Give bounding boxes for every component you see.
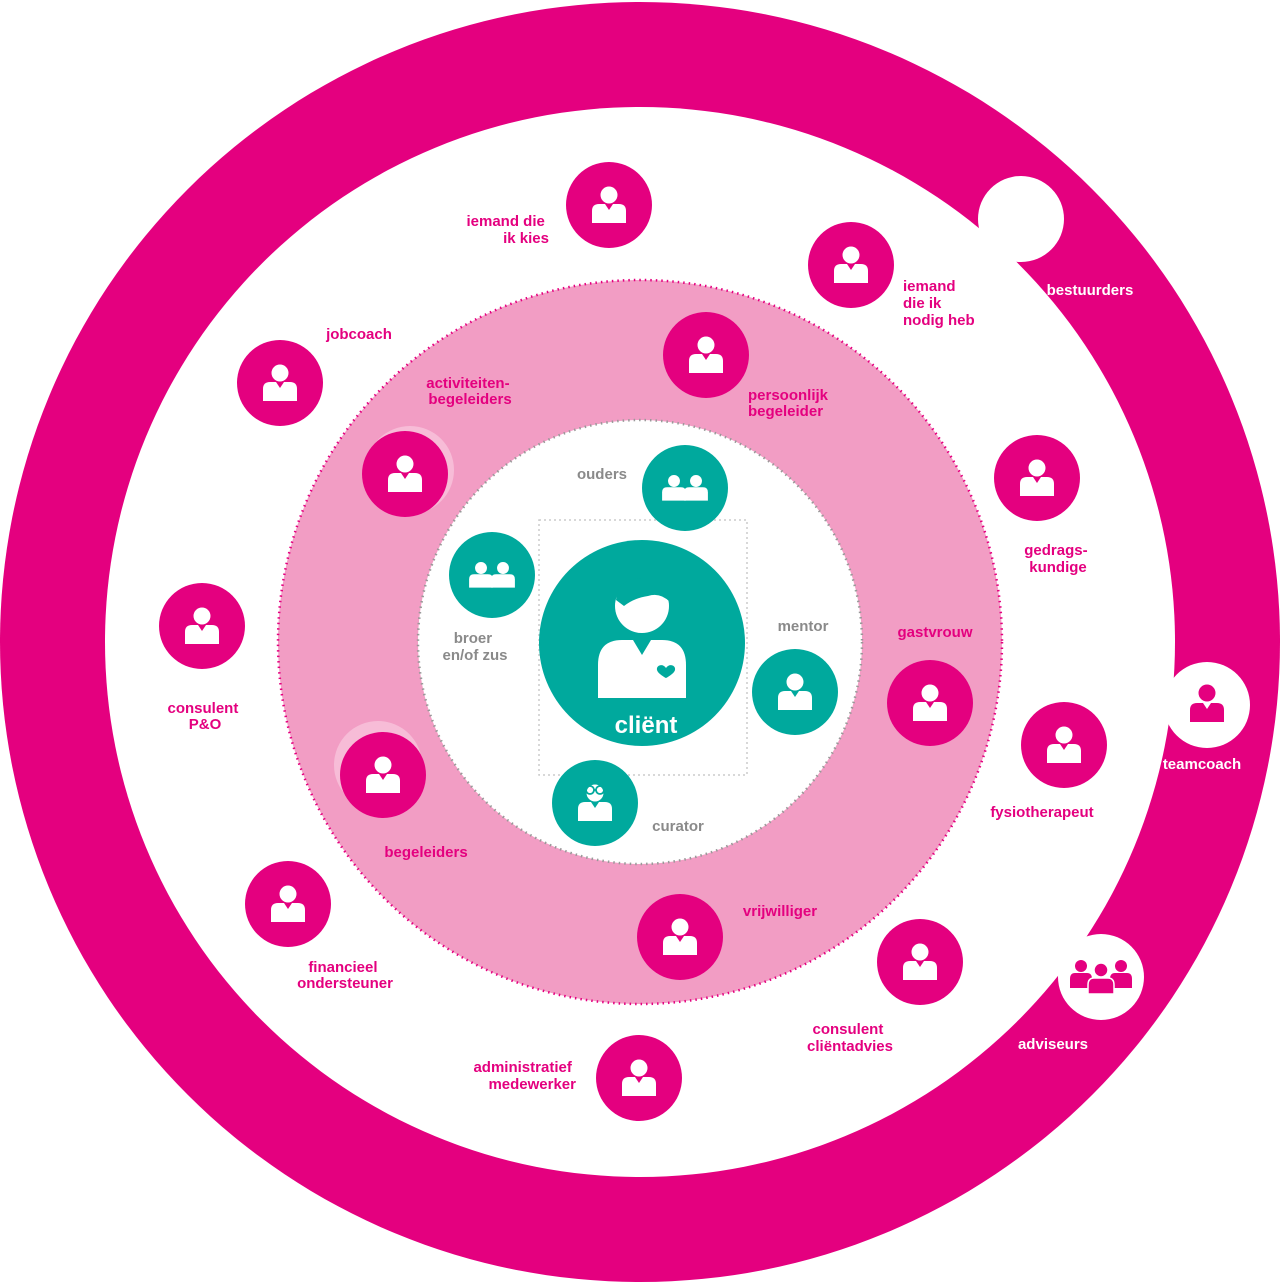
person-icon [1190,684,1224,722]
broer-zus-label: broer en/of zus [442,630,507,664]
node-consulent-clientadvies: consulent cliëntadvies [807,919,963,1055]
bestuurders-label: bestuurders [1047,282,1134,299]
fysiotherapeut-label: fysiotherapeut [990,804,1093,821]
node-financieel-ondersteuner: financieel ondersteuner [245,861,393,992]
client-with-heart-icon [598,578,686,698]
client-label: cliënt [615,712,678,739]
group-icon [1070,960,1132,995]
persoonlijk-begeleider-label: persoonlijk begeleider [748,387,832,420]
financieel-ondersteuner-label: financieel ondersteuner [297,959,393,992]
curator-label: curator [652,818,704,835]
administratief-medewerker-label: administratief medewerker [473,1059,576,1093]
ouders-label: ouders [577,466,627,483]
node-consulent-po: consulent P&O [159,583,245,733]
node-ouders: ouders [577,445,728,531]
node-activiteitenbegeleiders: activiteiten- begeleiders [362,375,514,517]
gastvrouw-label: gastvrouw [897,624,972,641]
node-jobcoach: jobcoach [237,326,392,426]
client-node: cliënt [539,540,745,746]
jobcoach-label: jobcoach [325,326,392,343]
adviseurs-label: adviseurs [1018,1036,1088,1053]
consulent-po-label: consulent P&O [167,700,242,733]
mentor-label: mentor [778,618,829,635]
iemand-die-ik-kies-label: iemand die ik kies [466,213,549,247]
node-teamcoach: teamcoach [1163,662,1250,773]
iemand-die-ik-nodig-heb-label: iemand die ik nodig heb [903,278,975,329]
node-gastvrouw: gastvrouw [887,624,973,746]
teamcoach-label: teamcoach [1163,756,1241,773]
node-iemand-die-ik-kies: iemand die ik kies [466,162,652,248]
activiteitenbegeleiders-label: activiteiten- begeleiders [426,375,514,408]
person-glasses-icon [578,784,612,821]
node-curator: curator [552,760,704,846]
node-vrijwilliger: vrijwilliger [637,894,817,980]
node-iemand-die-ik-nodig-heb: iemand die ik nodig heb [808,222,975,329]
node-begeleiders: begeleiders [334,721,468,861]
node-mentor: mentor [752,618,838,735]
node-adviseurs: adviseurs [1018,934,1144,1053]
node-administratief-medewerker: administratief medewerker [473,1035,682,1121]
node-fysiotherapeut: fysiotherapeut [990,702,1107,821]
node-persoonlijk-begeleider: persoonlijk begeleider [663,312,832,420]
begeleiders-label: begeleiders [384,844,467,861]
vrijwilliger-label: vrijwilliger [743,903,817,920]
consulent-clientadvies-label: consulent cliëntadvies [807,1021,893,1055]
gedragskundige-label: gedrags- kundige [1024,542,1092,576]
center-dotted-frame [538,519,748,776]
node-broer-zus: broer en/of zus [442,532,535,664]
node-bestuurders: bestuurders [978,176,1133,299]
node-gedragskundige: gedrags- kundige [994,435,1092,576]
